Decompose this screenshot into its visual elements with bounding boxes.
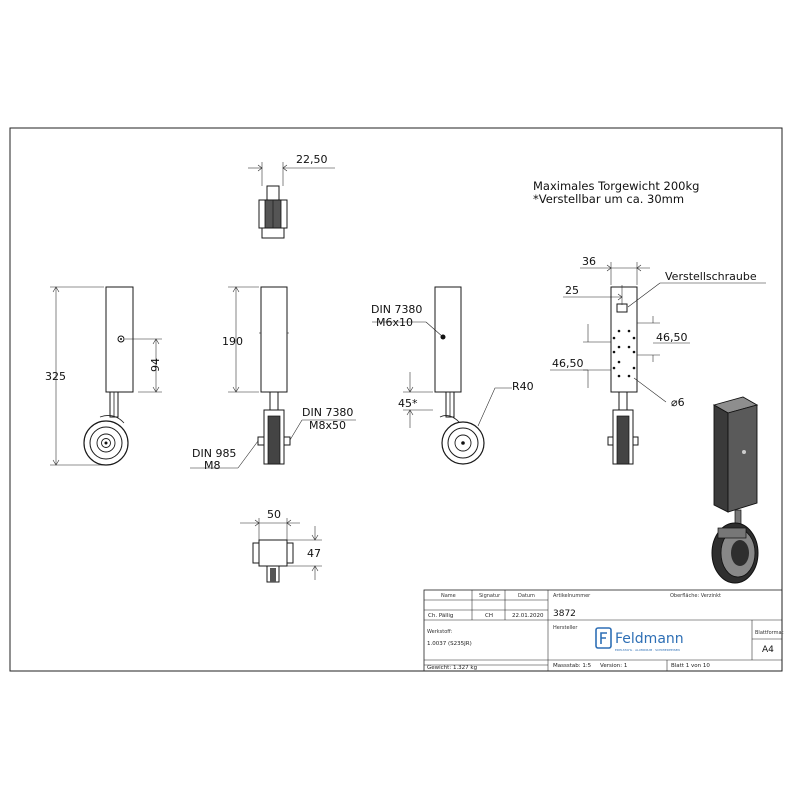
tb-article-label: Artikelnummer — [553, 593, 591, 599]
top-view: 22,50 — [248, 153, 335, 239]
tb-header-signature: Signatur — [479, 593, 501, 599]
dim-bottom-width: 50 — [267, 508, 281, 521]
side-view: 190 DIN 7380 M8x50 DIN 985 M8 — [190, 286, 356, 472]
note-max-gate-weight: Maximales Torgewicht 200kg — [533, 179, 700, 193]
tb-weight: Gewicht: 1.327 kg — [427, 665, 477, 671]
title-block: Name Signatur Datum Ch. Pällig CH 22.01.… — [423, 589, 784, 672]
tb-format-label: Blattformat — [755, 630, 784, 636]
isometric-render — [711, 396, 759, 584]
label-nut-spec-b: M8 — [204, 459, 221, 472]
tb-surface-label: Oberfläche: Verzinkt — [670, 593, 721, 599]
tb-header-date: Datum — [518, 593, 535, 599]
note-adjustable: *Verstellbar um ca. 30mm — [533, 192, 685, 206]
tb-format: A4 — [762, 645, 774, 655]
tb-material-label: Werkstoff: — [427, 629, 453, 635]
label-nut-spec-a: DIN 985 — [192, 447, 236, 460]
dim-radius: R40 — [512, 380, 534, 393]
tb-company-tagline: EDELSTAHL · ALUMINIUM · SCHMIEDEEISEN — [615, 648, 680, 652]
tb-manufacturer-label: Hersteller — [553, 625, 578, 631]
dim-angle: 45* — [398, 397, 418, 410]
label-bolt-spec-a: DIN 7380 — [302, 406, 353, 419]
tb-signature: CH — [485, 613, 493, 619]
label-screw-spec-b: M6x10 — [376, 316, 413, 329]
drawing-notes: Maximales Torgewicht 200kg *Verstellbar … — [533, 180, 699, 206]
drawing-frame — [9, 127, 783, 672]
tb-scale: Massstab: 1:5 — [553, 663, 592, 669]
tb-company: Feldmann — [615, 631, 684, 647]
tb-material: 1.0037 (S235JR) — [427, 641, 472, 647]
label-bolt-spec-b: M8x50 — [309, 419, 346, 432]
dim-side-width: 36 — [582, 255, 596, 268]
label-adjust-screw: Verstellschraube — [665, 270, 757, 283]
dim-hole-spacing-left: 46,50 — [552, 357, 584, 370]
dim-bottom-height: 47 — [307, 547, 321, 560]
dim-hole-diameter: ⌀6 — [671, 396, 685, 409]
side-detail-view: 36 25 Verstellschraube 46,50 46,50 ⌀6 — [550, 255, 766, 465]
dim-top-width: 22,50 — [296, 153, 328, 166]
tb-name: Ch. Pällig — [428, 613, 453, 619]
label-screw-spec-a: DIN 7380 — [371, 303, 422, 316]
dim-height-total: 325 — [45, 370, 66, 383]
dim-side-offset: 25 — [565, 284, 579, 297]
front-view: 325 94 — [45, 286, 162, 466]
dim-tube-height: 190 — [222, 335, 243, 348]
tb-date: 22.01.2020 — [512, 613, 544, 619]
dim-bolt-height: 94 — [149, 358, 162, 372]
rear-view: DIN 7380 M6x10 45* R40 — [371, 286, 534, 465]
tb-sheet: Blatt 1 von 10 — [671, 663, 710, 669]
dim-hole-spacing-right: 46,50 — [656, 331, 688, 344]
bottom-view: 50 47 — [240, 508, 322, 583]
feldmann-logo: Feldmann EDELSTAHL · ALUMINIUM · SCHMIED… — [595, 627, 684, 652]
tb-article-number: 3872 — [553, 609, 576, 619]
tb-header-name: Name — [441, 593, 456, 599]
tb-version: Version: 1 — [600, 663, 627, 669]
